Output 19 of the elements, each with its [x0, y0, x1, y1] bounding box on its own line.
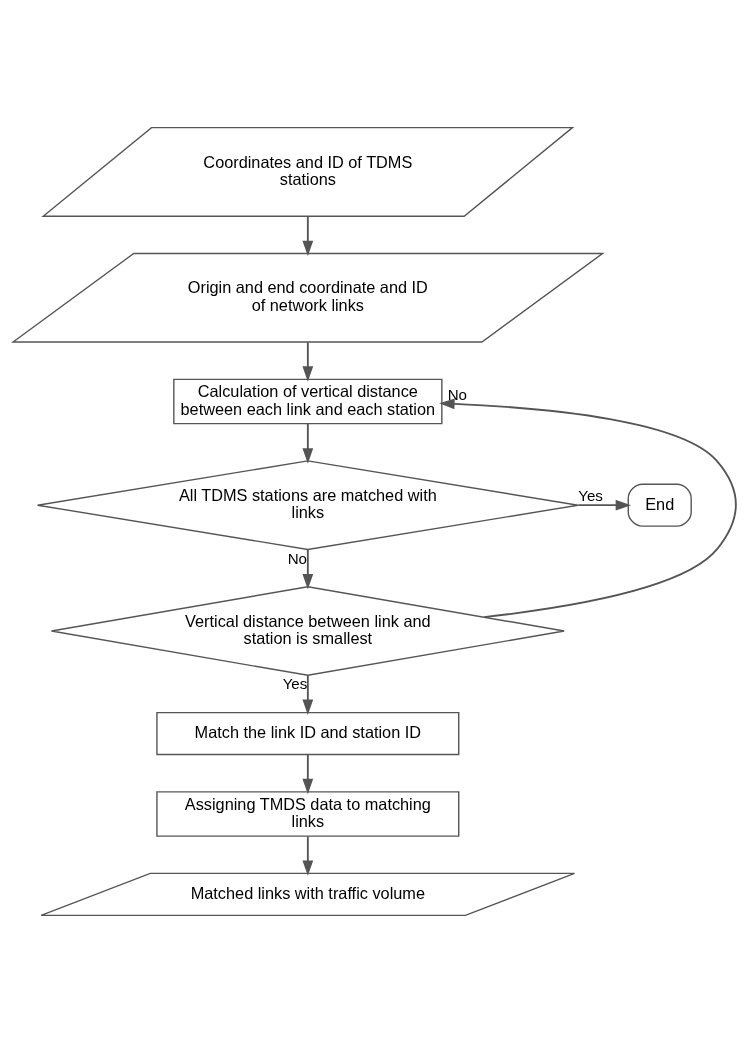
node-box: Assigning TMDS data to matching links	[156, 790, 460, 837]
edge-label: No	[287, 549, 308, 567]
node-box: Match the link ID and station ID	[156, 711, 460, 755]
arrow	[577, 499, 632, 511]
edge-label: No	[447, 385, 468, 403]
arrow	[302, 340, 314, 382]
arrow	[302, 674, 314, 715]
node-diamond: Vertical distance between link and station is smallest	[50, 585, 565, 676]
arrow	[439, 398, 737, 618]
node-box: End	[627, 483, 692, 527]
edge-label: Yes	[578, 486, 603, 504]
node-box: Calculation of vertical distance between each link and each station	[173, 378, 443, 424]
node-diamond: All TDMS stations are matched with links	[36, 459, 579, 550]
arrow	[302, 548, 314, 589]
edge-label: Yes	[282, 674, 308, 692]
arrow	[302, 753, 314, 794]
arrow	[302, 422, 314, 464]
arrow	[302, 214, 314, 256]
arrow	[302, 835, 314, 876]
